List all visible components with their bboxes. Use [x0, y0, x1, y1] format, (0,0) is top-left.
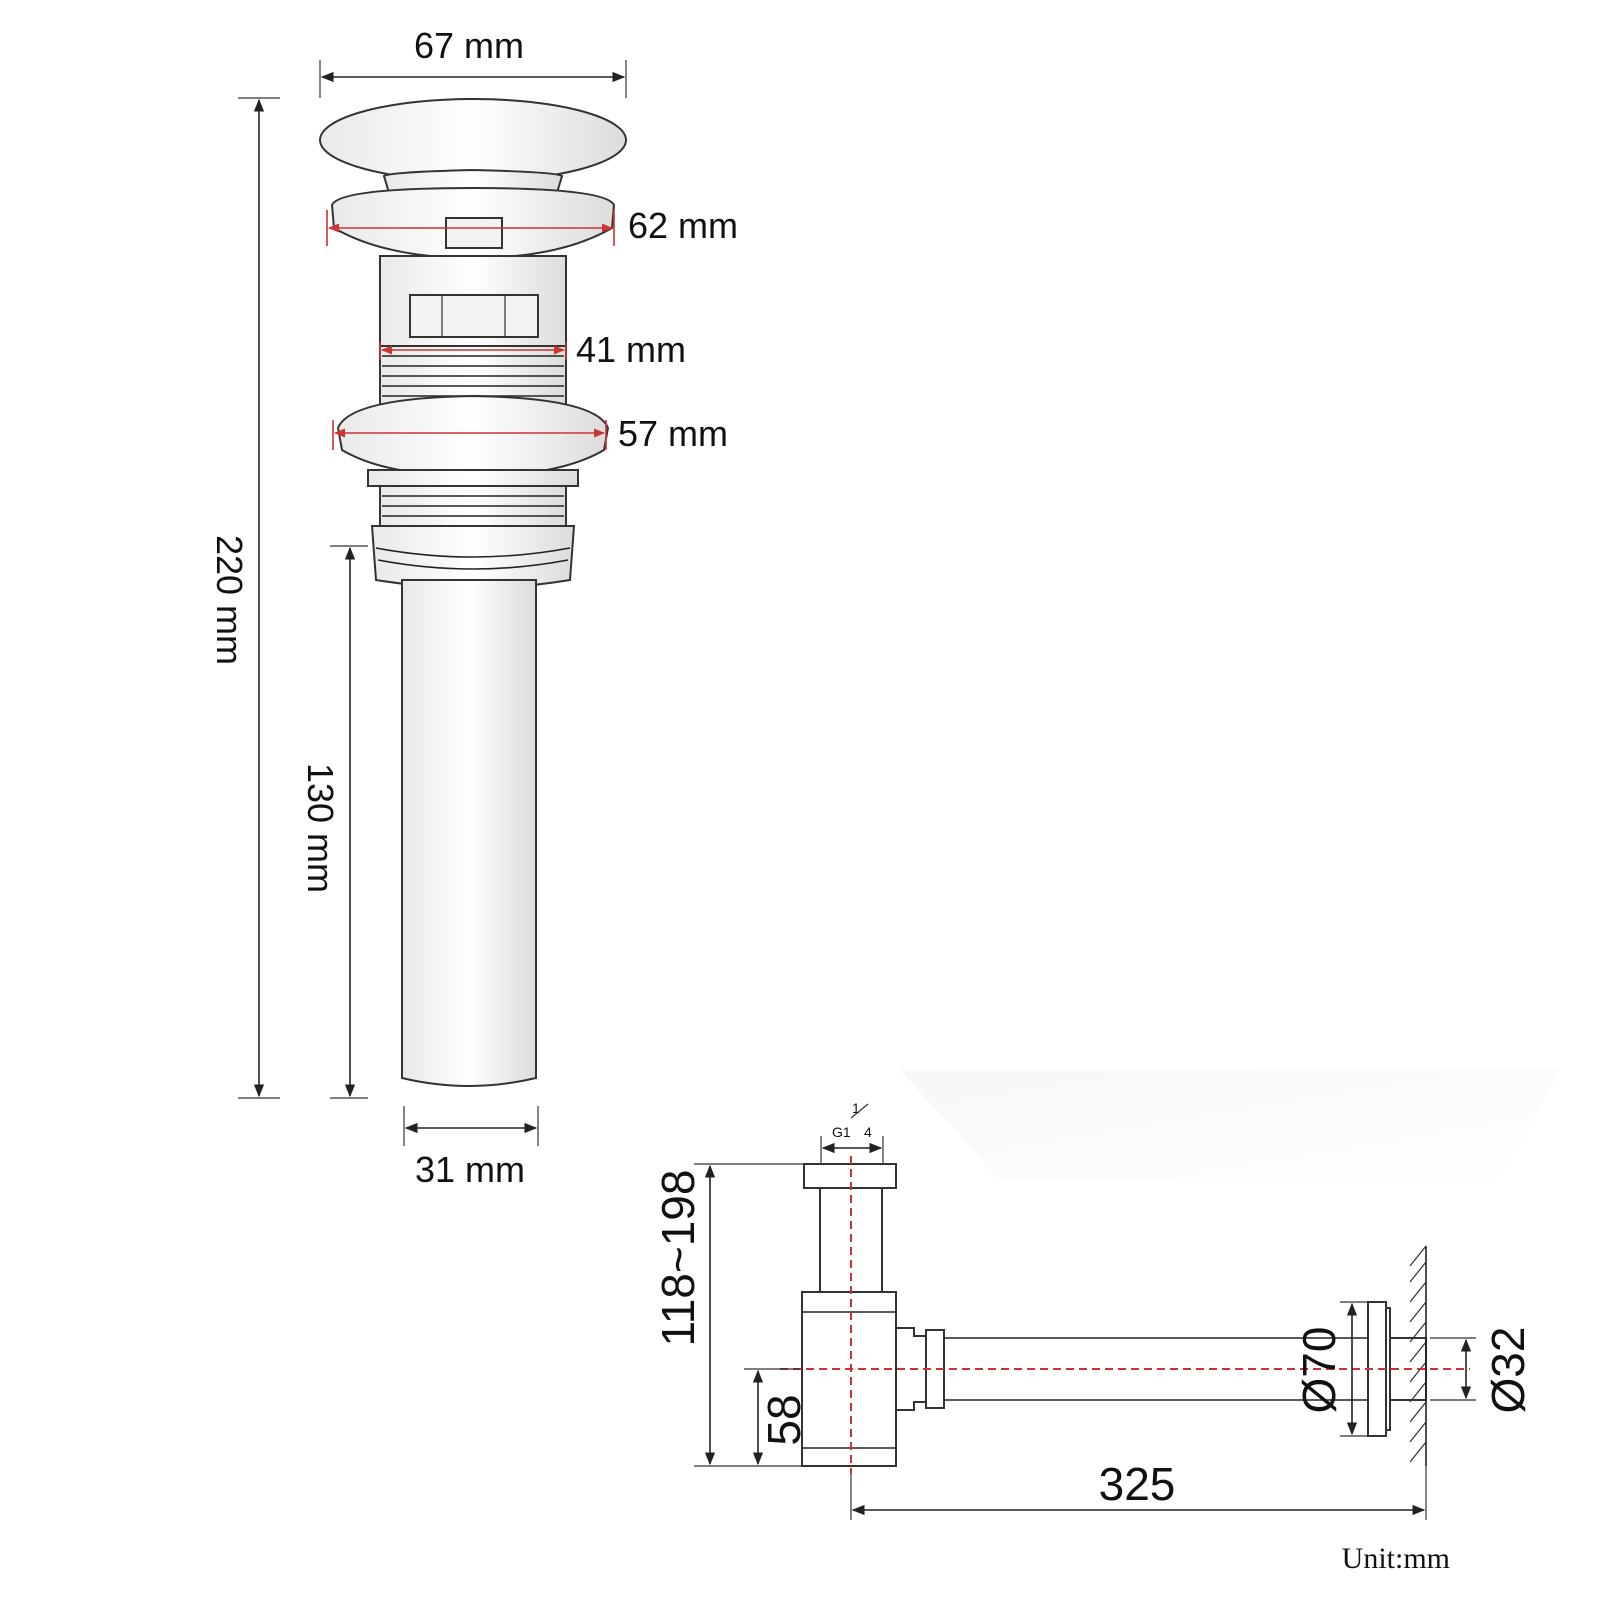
- dim-cap-width: 67 mm: [414, 25, 524, 66]
- dim-outlet-height: 58: [758, 1394, 810, 1445]
- trap-bottle: [801, 1291, 897, 1467]
- bottle-trap-illustration: [780, 1156, 1470, 1474]
- dim-inlet-thread-den: 4: [864, 1124, 872, 1140]
- unit-note: Unit:mm: [1342, 1542, 1450, 1575]
- drain-collar: [367, 469, 579, 487]
- dim-flange-width: 62 mm: [628, 205, 738, 246]
- drain-tail-pipe: [401, 579, 537, 1087]
- dim-wall-flange-diameter: Ø70: [1293, 1327, 1345, 1414]
- dim-tail-height: 130 mm: [300, 763, 341, 893]
- drain-dimensions: 67 mm 62 mm 41 mm 57 mm 220 mm 130 mm 31…: [209, 25, 738, 1190]
- popup-drain-illustration: [319, 98, 627, 1087]
- drain-lower-thread: [379, 485, 567, 527]
- overflow-slot: [409, 294, 539, 338]
- dim-thread-width: 41 mm: [576, 329, 686, 370]
- dim-tail-diameter: 31 mm: [415, 1149, 525, 1190]
- dim-inlet-thread: G1: [832, 1124, 851, 1140]
- background-shading: [900, 1070, 1560, 1180]
- flange-slot: [445, 217, 503, 249]
- wall-hatch: [1409, 1245, 1427, 1466]
- dim-height-range: 118~198: [652, 1170, 704, 1347]
- dim-inlet-thread-num: 1: [852, 1100, 860, 1116]
- dim-lower-flange-width: 57 mm: [618, 413, 728, 454]
- knurled-nut: [370, 525, 576, 589]
- dim-outlet-diameter: Ø32: [1482, 1327, 1534, 1414]
- trap-dimensions: G1 1 4 118~198 58 Ø70 Ø32 325: [652, 1100, 1534, 1520]
- drain-cap: [319, 98, 627, 182]
- dim-trap-length: 325: [1099, 1458, 1176, 1510]
- dim-total-height: 220 mm: [209, 535, 250, 665]
- drain-lower-flange: [336, 394, 610, 478]
